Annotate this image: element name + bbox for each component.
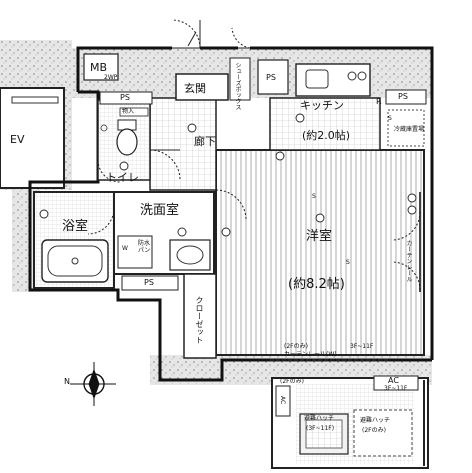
curtain-rail-label: カーテンレール xyxy=(405,240,412,282)
elevator-label: EV xyxy=(10,133,25,146)
curtain-rail-note: カーテンレール(W) xyxy=(284,351,337,358)
meter-box-note: 2WP xyxy=(104,74,118,81)
sensor-label-room: S xyxy=(346,259,350,266)
ps-label-kitchen: PS xyxy=(398,92,408,101)
fridge-space xyxy=(387,109,425,147)
entrance-label: 玄関 xyxy=(184,82,206,95)
storage-label: 物入 xyxy=(122,108,135,115)
western-room-size: (約8.2帖) xyxy=(288,277,345,292)
western-room-floor xyxy=(215,149,425,356)
meter-box-label: MB xyxy=(90,61,108,74)
doors xyxy=(87,19,421,291)
kitchen-floor xyxy=(269,97,381,151)
closet-floor xyxy=(183,273,217,359)
bathroom-label: 浴室 xyxy=(62,219,89,234)
sensor-label-room-2: S xyxy=(312,193,316,200)
ps-label-bath: PS xyxy=(144,278,154,287)
pipe-space-toilet xyxy=(99,91,153,105)
pipe-space-kitchen xyxy=(385,89,427,105)
storage-shelf xyxy=(119,107,149,117)
closet-label: クローゼット xyxy=(195,296,204,344)
toilet-fixture xyxy=(100,119,138,156)
hallway-label: 廊下 xyxy=(194,135,216,148)
compass-north-label: N xyxy=(64,377,70,386)
floor-note-2f: (2Fのみ) xyxy=(284,343,308,350)
waterproof-pan-label: 防水パン xyxy=(138,240,151,255)
refrigerator-label: R xyxy=(376,97,382,106)
aircon-unit-balcony xyxy=(373,375,419,391)
aircon-2f-note: (2Fのみ) xyxy=(280,378,304,385)
western-room-label: 洋室 xyxy=(306,229,333,244)
washroom-label: 洗面室 xyxy=(140,203,180,218)
aircon-label: AC xyxy=(388,376,399,385)
floor-note-3f11f: 3F~11F xyxy=(350,343,374,350)
evac-hatch-3f-note: (3F~11F) xyxy=(306,425,335,432)
aircon-unit-2f xyxy=(275,385,291,417)
entrance-floor xyxy=(175,73,229,101)
aircon-note: 3F~11F xyxy=(384,385,408,392)
evac-hatches xyxy=(299,409,413,457)
meter-box xyxy=(83,53,119,81)
pipe-space-bath xyxy=(121,275,179,291)
outlet-icons xyxy=(39,113,417,237)
kitchen-size: (約2.0帖) xyxy=(302,129,351,142)
sensor-label-kitchen: S xyxy=(388,115,392,122)
toilet-label: トイレ xyxy=(106,171,139,184)
shoe-box-cabinet xyxy=(229,57,251,101)
fridge-space-label: 冷蔵庫置場 xyxy=(394,126,425,133)
evac-hatch-down-label: 避難ハッチ xyxy=(360,417,391,424)
evac-hatch-down-note: (2Fのみ) xyxy=(362,427,386,434)
evac-hatch-label: 避難ハッチ xyxy=(304,415,335,422)
hallway-floor xyxy=(149,97,217,191)
washer-label: W xyxy=(122,245,128,252)
aircon-2f-label: AC xyxy=(279,396,286,405)
compass-icon xyxy=(70,362,116,406)
kitchen-counter xyxy=(295,63,371,97)
kitchen-label: キッチン xyxy=(300,99,344,112)
ps-label-entrance: PS xyxy=(266,73,276,82)
bathtub xyxy=(41,239,109,283)
ps-label-toilet: PS xyxy=(120,93,130,102)
washroom-fixtures xyxy=(117,227,211,271)
elevator-shaft xyxy=(0,87,65,189)
pipe-space-entrance xyxy=(257,59,289,95)
shoe-box-label: シューズボックス xyxy=(234,62,241,110)
